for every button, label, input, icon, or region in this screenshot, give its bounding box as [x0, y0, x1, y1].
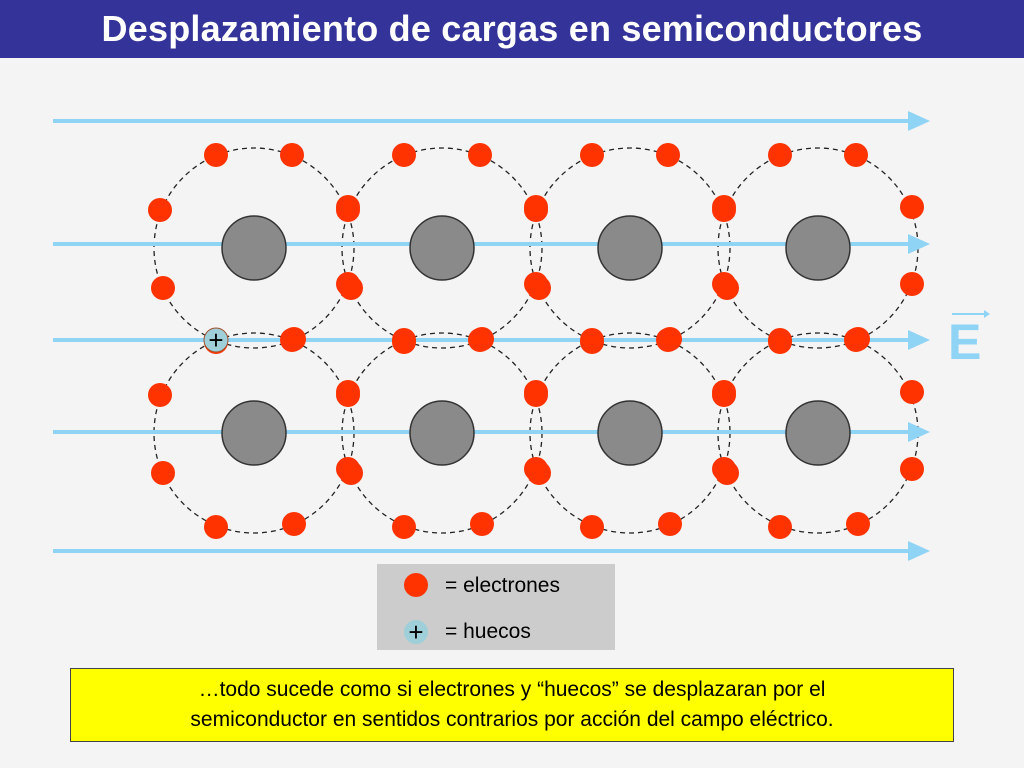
atom-nucleus: [409, 400, 475, 466]
electron: [712, 383, 736, 407]
atom-nucleus: [785, 215, 851, 281]
electron: [900, 380, 924, 404]
electron: [524, 383, 548, 407]
electron: [204, 515, 228, 539]
note-line-1: …todo sucede como si electrones y “hueco…: [198, 678, 826, 701]
atom-nucleus: [597, 400, 663, 466]
hole-legend-icon: +: [404, 619, 428, 645]
electron: [148, 383, 172, 407]
legend-electrons-label: = electrones: [445, 574, 560, 597]
electron: [844, 143, 868, 167]
electron: [392, 143, 416, 167]
electron: [580, 328, 604, 352]
electron: [900, 272, 924, 296]
atom-nucleus: [221, 215, 287, 281]
electron: [468, 143, 492, 167]
electron: [468, 328, 492, 352]
field-line-arrowhead: [908, 330, 930, 350]
title-bar: Desplazamiento de cargas en semiconducto…: [0, 0, 1024, 58]
field-line-arrowhead: [908, 234, 930, 254]
electron: [151, 276, 175, 300]
electron: [336, 383, 360, 407]
electron: [280, 143, 304, 167]
electron: [339, 461, 363, 485]
electron: [204, 143, 228, 167]
electron: [336, 198, 360, 222]
note-box: …todo sucede como si electrones y “hueco…: [70, 668, 954, 742]
note-line-2: semiconductor en sentidos contrarios por…: [190, 708, 834, 731]
electron: [392, 515, 416, 539]
atom-nucleus: [221, 400, 287, 466]
legend: = electrones + = huecos: [377, 564, 615, 650]
slide-title: Desplazamiento de cargas en semiconducto…: [101, 8, 923, 49]
orbital-ring: [341, 147, 543, 349]
electron: [900, 457, 924, 481]
electron: [527, 461, 551, 485]
electric-field-label: E: [948, 314, 982, 370]
electron: [339, 276, 363, 300]
atom-nucleus: [597, 215, 663, 281]
electron: [392, 328, 416, 352]
field-line-arrowhead: [908, 422, 930, 442]
electron: [580, 515, 604, 539]
electron: [656, 328, 680, 352]
electron: [282, 512, 306, 536]
orbital-ring: [529, 147, 731, 349]
electron: [768, 515, 792, 539]
field-line-arrowhead: [908, 541, 930, 561]
electron: [148, 198, 172, 222]
legend-holes-label: = huecos: [445, 620, 531, 643]
electron: [656, 143, 680, 167]
electron: [846, 512, 870, 536]
electron: [844, 328, 868, 352]
orbital-ring: [153, 147, 355, 349]
electron: [715, 276, 739, 300]
electron: [715, 461, 739, 485]
hole: [203, 327, 229, 353]
atom-nucleus: [409, 215, 475, 281]
hole-plus-sign: +: [208, 325, 223, 355]
electron: [580, 143, 604, 167]
electron: [768, 143, 792, 167]
electron: [900, 195, 924, 219]
electron: [524, 198, 548, 222]
electron: [470, 512, 494, 536]
electron: [768, 328, 792, 352]
electron: [151, 461, 175, 485]
electron: [527, 276, 551, 300]
field-vector-arrow-icon: [952, 310, 990, 318]
electron: [712, 198, 736, 222]
electron: [280, 328, 304, 352]
field-line-arrowhead: [908, 111, 930, 131]
electron: [658, 512, 682, 536]
electron-legend-icon: [404, 573, 428, 597]
atom-nucleus: [785, 400, 851, 466]
